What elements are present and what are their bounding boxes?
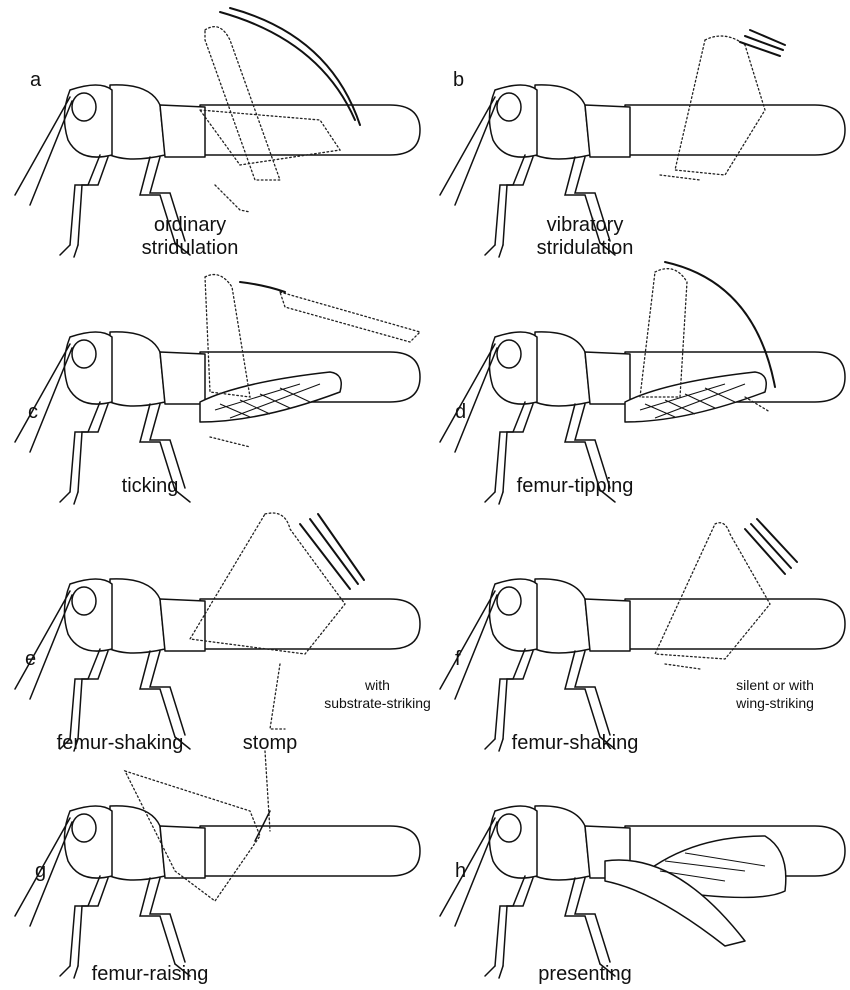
panel-c: c ticking <box>0 247 425 494</box>
panel-letter: d <box>455 402 466 422</box>
panel-f: f silent or with wing-striking femur-sha… <box>425 494 850 741</box>
panel-letter: a <box>30 70 41 90</box>
panel-e: e with substrate-striking femur-shaking … <box>0 494 425 741</box>
panel-letter: e <box>25 649 36 669</box>
motion-arc-icon <box>745 519 797 574</box>
panel-a: a ordinary stridulation <box>0 0 425 247</box>
grasshopper-body-icon <box>0 0 425 247</box>
panel-g: g femur-raising <box>0 741 425 988</box>
panel-letter: g <box>35 861 46 881</box>
panel-d: d femur-tipping <box>425 247 850 494</box>
panel-b: b vibratory stridulation <box>425 0 850 247</box>
grasshopper-body-icon <box>0 247 425 494</box>
motion-arc-icon <box>300 514 364 589</box>
panel-letter: h <box>455 861 466 881</box>
panel-note: silent or with wing-striking <box>705 676 845 712</box>
panel-letter: f <box>455 649 461 669</box>
grasshopper-body-icon <box>425 741 850 988</box>
panel-letter: b <box>453 70 464 90</box>
motion-arc-icon <box>740 30 785 56</box>
panel-letter: c <box>28 402 38 422</box>
grasshopper-body-icon <box>0 741 425 988</box>
panel-caption: femur-raising <box>60 963 240 986</box>
grasshopper-body-icon <box>425 247 850 494</box>
panel-caption: presenting <box>495 963 675 986</box>
panel-h: h presenting <box>425 741 850 988</box>
motion-arc-icon <box>220 12 355 120</box>
grasshopper-body-icon <box>425 0 850 247</box>
motion-arc-icon <box>240 282 285 292</box>
